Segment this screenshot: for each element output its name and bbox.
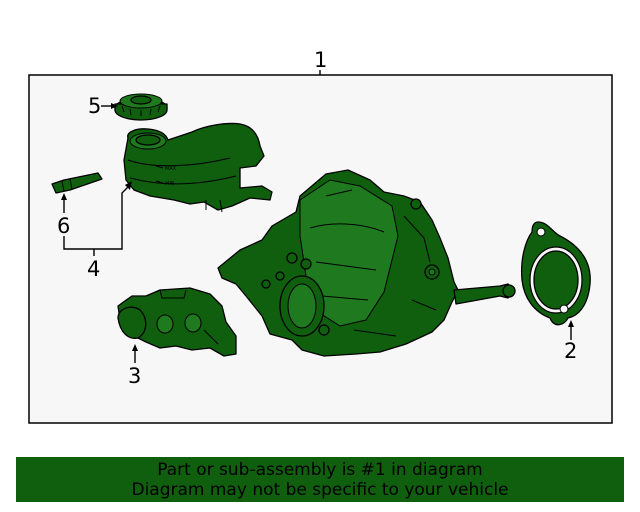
callout-2[interactable]: 2 [564, 339, 577, 363]
booster-gasket-part[interactable] [520, 221, 591, 326]
master-cylinder-part[interactable] [117, 287, 237, 357]
callout-5-arrowhead [111, 103, 118, 109]
brake-booster-assembly-part[interactable] [217, 169, 516, 357]
callout-4-arrowhead [125, 181, 132, 190]
callout-6[interactable]: 6 [57, 214, 70, 238]
info-banner: Part or sub-assembly is #1 in diagram Di… [16, 457, 624, 502]
reservoir-max-label: MAX [165, 166, 177, 172]
callout-3[interactable]: 3 [128, 364, 141, 388]
reservoir-min-label: MIN [165, 181, 175, 187]
banner-line-1: Part or sub-assembly is #1 in diagram [157, 459, 483, 480]
callout-2-arrowhead [568, 320, 574, 327]
callout-1[interactable]: 1 [314, 48, 327, 72]
parts-diagram: 1 5 MAX MIN 6 4 [28, 48, 613, 424]
fluid-reservoir-part[interactable]: MAX MIN [123, 122, 273, 213]
callout-4-bracket [63, 185, 130, 250]
callout-6-arrowhead [61, 193, 67, 200]
level-sensor-part[interactable] [51, 172, 103, 194]
callout-3-arrowhead [132, 344, 138, 351]
callout-5[interactable]: 5 [88, 94, 101, 118]
reservoir-cap-part[interactable] [114, 93, 168, 121]
banner-line-2: Diagram may not be specific to your vehi… [131, 479, 509, 500]
callout-4[interactable]: 4 [87, 257, 100, 281]
